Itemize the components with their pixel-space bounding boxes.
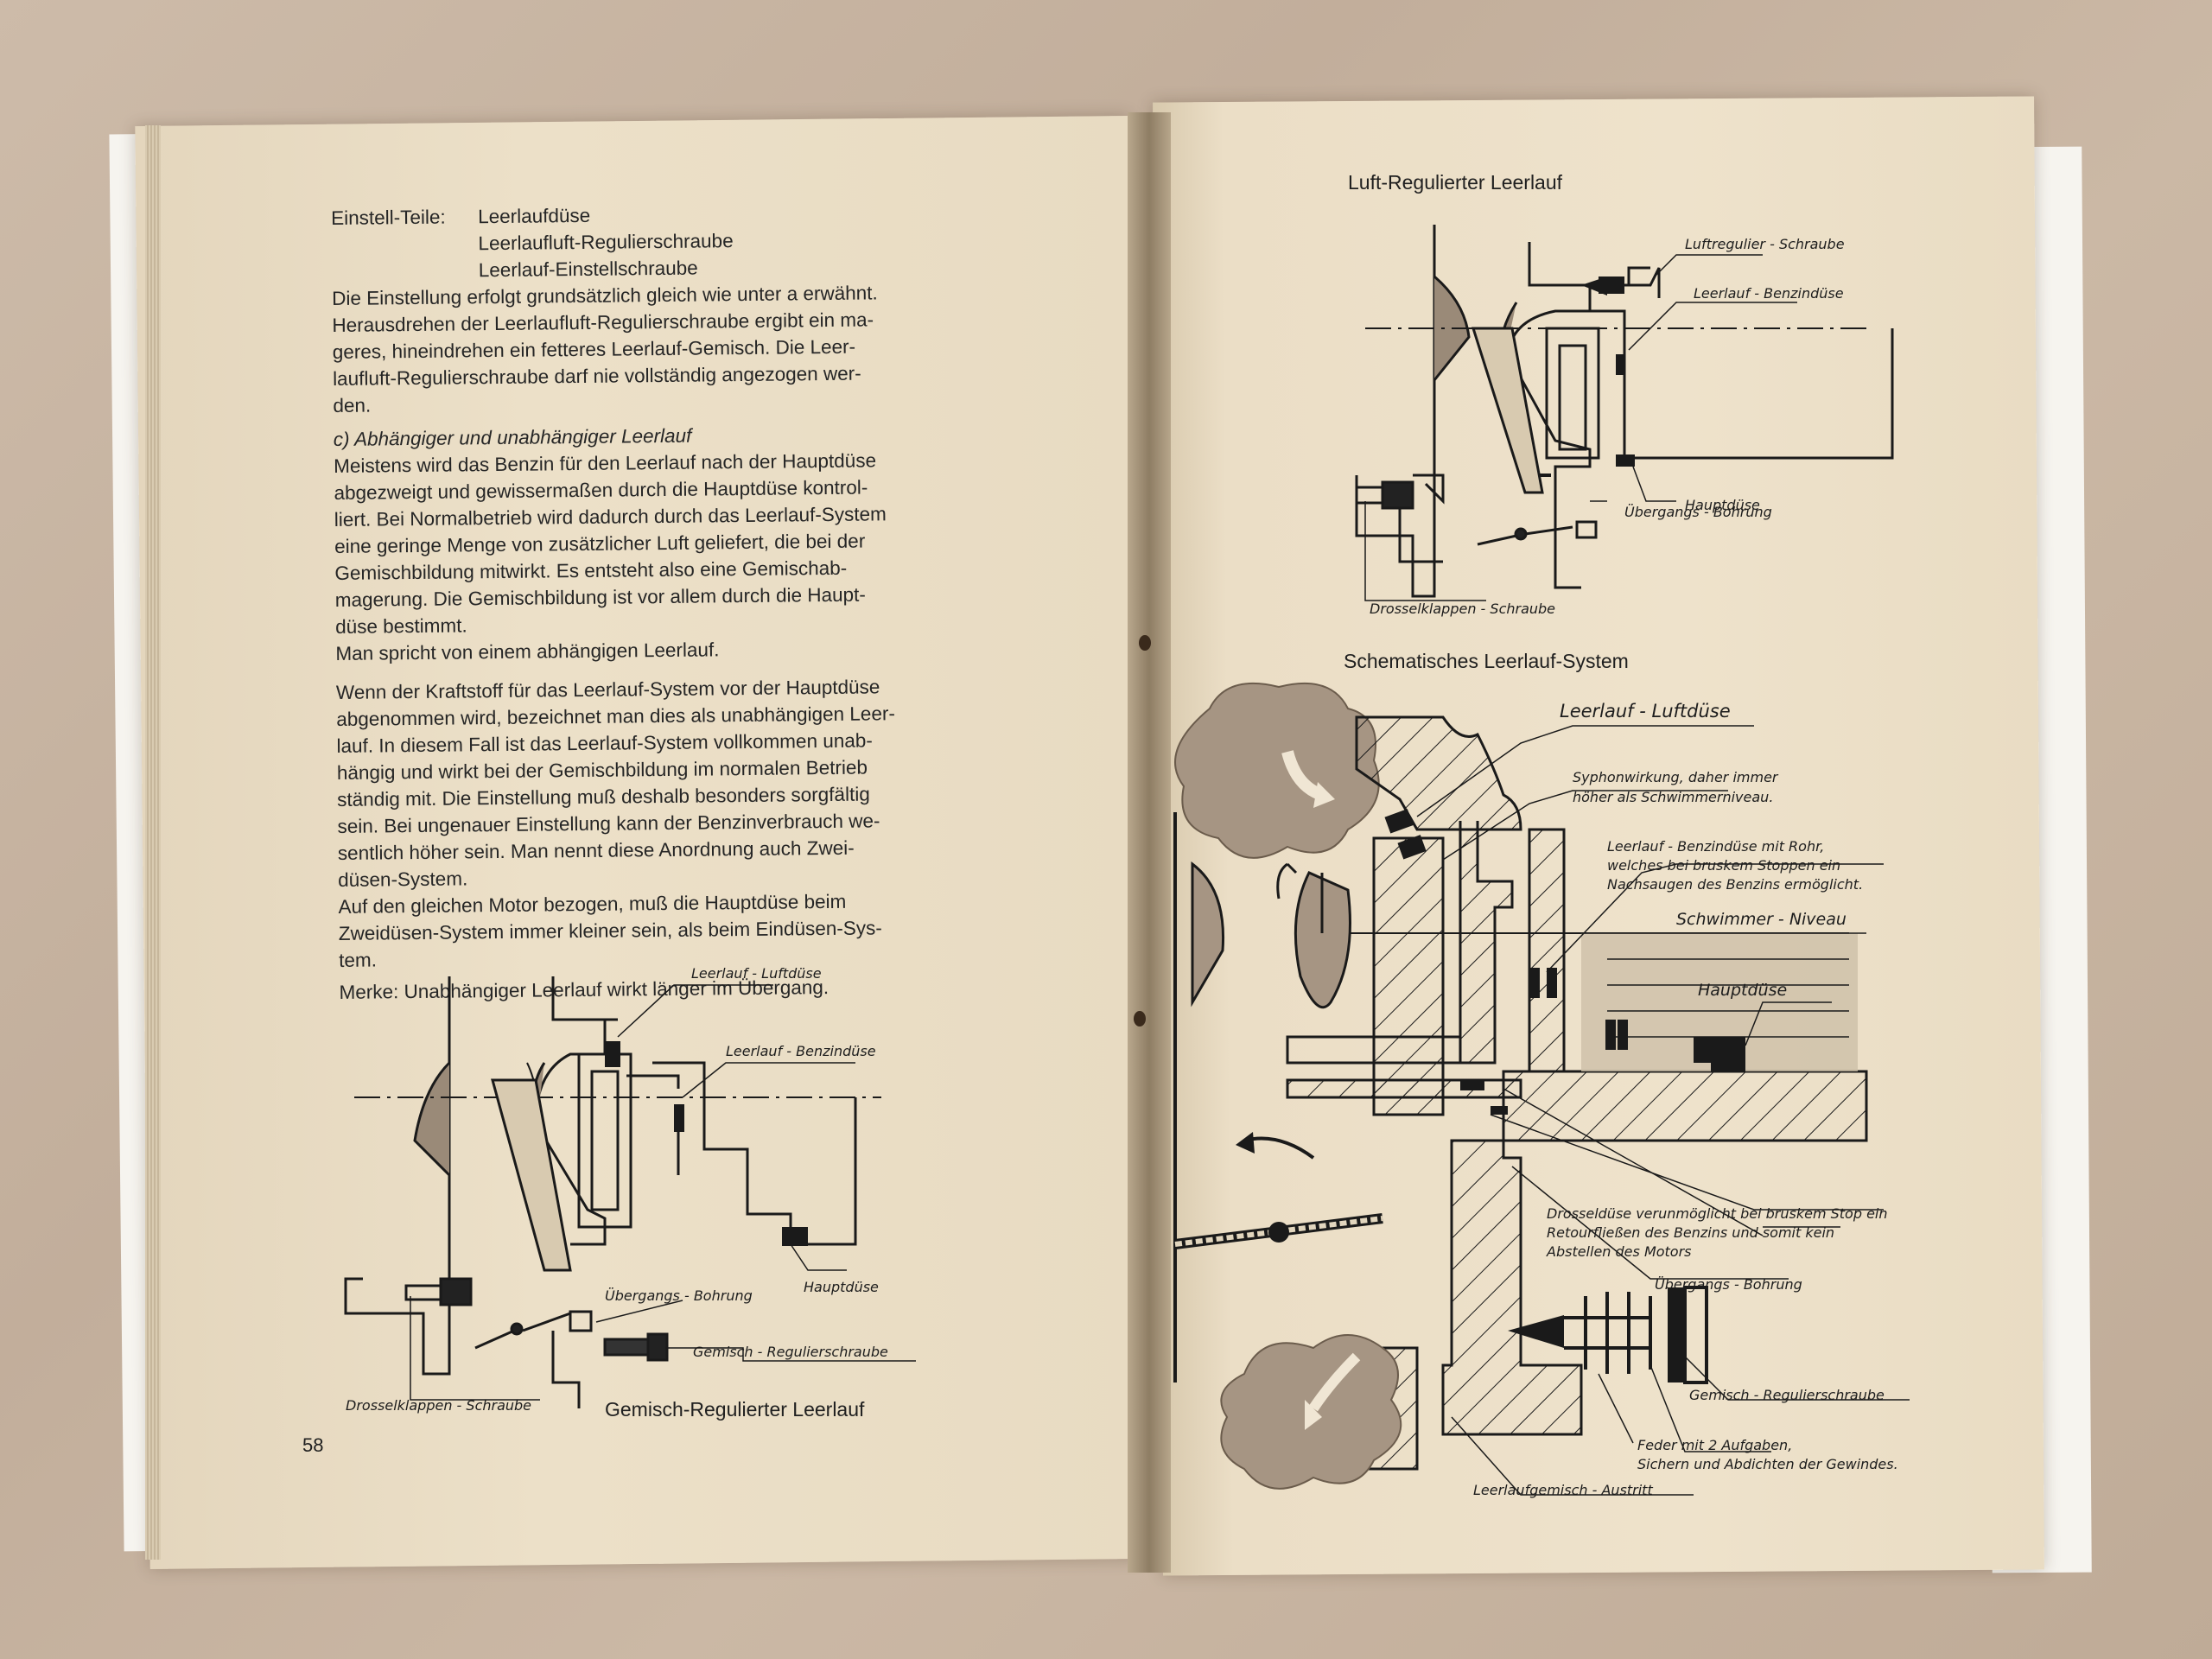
label-luftduese: Leerlauf - Luftdüse <box>691 965 822 982</box>
paragraph-3: Wenn der Kraftstoff für das Leerlauf-Sys… <box>336 673 944 974</box>
adjustment-parts-key: Einstell-Teile: <box>331 206 446 229</box>
label-hauptduese: Hauptdüse <box>804 1279 879 1295</box>
paragraph-1: Die Einstellung erfolgt grundsätzlich gl… <box>332 279 938 419</box>
left-caption: Gemisch-Regulierter Leerlauf <box>605 1398 865 1421</box>
adjustment-parts-values: Leerlaufdüse Leerlaufluft-Regulierschrau… <box>478 200 734 283</box>
label-drossel-1: Drosseldüse verunmöglicht bei bruskem St… <box>1547 1205 1888 1222</box>
label-gemisch-schraube: Gemisch - Regulierschraube <box>693 1344 888 1360</box>
right-top-diagram: Luftregulier - Schraube Leerlauf - Benzi… <box>1355 225 1894 617</box>
label-drossel-schraube: Drosselklappen - Schraube <box>346 1397 531 1414</box>
part-2: Leerlaufluft-Regulierschraube <box>478 230 734 255</box>
page-number: 58 <box>302 1434 324 1456</box>
label-drossel-2: Retourfließen des Benzins und somit kein <box>1547 1224 1834 1241</box>
label-feder-1: Feder mit 2 Aufgaben, <box>1637 1437 1792 1453</box>
label-benzin-1: Leerlauf - Benzindüse mit Rohr, <box>1607 838 1824 855</box>
binding-hole-top <box>1139 635 1151 651</box>
part-1: Leerlaufdüse <box>478 204 591 228</box>
part-3: Leerlauf-Einstellschraube <box>478 257 698 282</box>
left-carburetor-diagram: Leerlauf - Luftdüse Leerlauf - Benzindüs… <box>344 965 916 1414</box>
label-benzinduese: Leerlauf - Benzindüse <box>726 1043 876 1059</box>
label-syphon-2: höher als Schwimmerniveau. <box>1573 789 1773 805</box>
paragraph-2: Meistens wird das Benzin für den Leerlau… <box>334 447 941 667</box>
air-jet <box>605 1041 620 1067</box>
label-uebergang: Übergangs - Bohrung <box>605 1287 753 1304</box>
right-schematic-diagram: Leerlauf - Luftdüse Syphonwirkung, daher… <box>1173 682 1910 1498</box>
label-hauptduese: Hauptdüse <box>1685 497 1760 513</box>
label-uebergang: Übergangs - Bohrung <box>1655 1276 1802 1293</box>
label-austritt: Leerlaufgemisch - Austritt <box>1473 1482 1653 1498</box>
right-mid-caption: Schematisches Leerlauf-System <box>1344 650 1629 672</box>
book-gutter <box>1128 112 1171 1573</box>
label-benzin-3: Nachsaugen des Benzins ermöglicht. <box>1607 876 1863 893</box>
label-gemisch-schraube: Gemisch - Regulierschraube <box>1689 1387 1885 1403</box>
label-schwimmer: Schwimmer - Niveau <box>1676 910 1847 929</box>
label-benzin-2: welches bei bruskem Stoppen ein <box>1607 857 1840 874</box>
adjustment-parts: Einstell-Teile: Leerlaufdüse Leerlaufluf… <box>331 199 937 285</box>
label-drossel-schraube: Drosselklappen - Schraube <box>1370 601 1555 617</box>
label-hauptduese: Hauptdüse <box>1698 981 1787 1000</box>
main-jet <box>782 1227 808 1246</box>
label-drossel-3: Abstellen des Motors <box>1546 1243 1692 1260</box>
label-syphon-1: Syphonwirkung, daher immer <box>1573 769 1779 785</box>
label-benzinduese: Leerlauf - Benzindüse <box>1694 285 1844 302</box>
right-top-caption: Luft-Regulierter Leerlauf <box>1348 171 1563 194</box>
label-feder-2: Sichern und Abdichten der Gewindes. <box>1637 1456 1898 1472</box>
binding-hole-bottom <box>1134 1011 1146 1027</box>
fuel-jet <box>674 1104 684 1132</box>
label-uebergang: Übergangs - Bohrung <box>1624 504 1772 520</box>
label-luftregulier: Luftregulier - Schraube <box>1685 236 1845 252</box>
page-edges <box>145 125 161 1560</box>
label-luftduese: Leerlauf - Luftdüse <box>1560 701 1731 721</box>
left-text-column: Einstell-Teile: Leerlaufdüse Leerlaufluf… <box>331 199 944 1006</box>
air-cloud <box>1174 682 1380 859</box>
